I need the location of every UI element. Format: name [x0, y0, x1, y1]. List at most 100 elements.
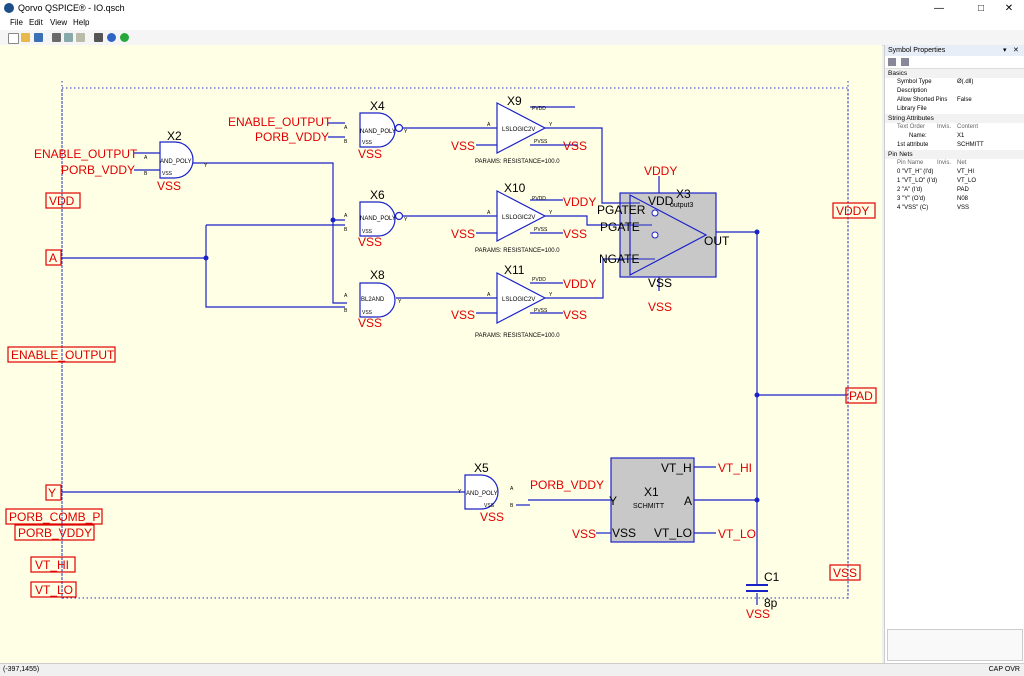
- schmitt-trigger-x1[interactable]: VT_H X1 SCHMITT Y A VSS VT_LO VT_HI VT_L…: [572, 457, 756, 543]
- x2-pin-a: A: [144, 155, 148, 161]
- gate-x6[interactable]: X6 NAND_POLY A B Y VSS VSS: [344, 188, 408, 249]
- port-vt-hi[interactable]: VT_HI: [35, 558, 69, 572]
- x6-pin-vss: VSS: [362, 229, 373, 235]
- app-icon: [4, 3, 14, 13]
- gate-x2[interactable]: X2 AND_POLY A B Y VSS VSS: [144, 129, 208, 193]
- c1-vss-label: VSS: [746, 607, 770, 621]
- port-vss[interactable]: VSS: [833, 566, 857, 580]
- help-icon[interactable]: [107, 33, 116, 42]
- x10-type: LSLOGIC2V: [502, 215, 535, 221]
- pin-net[interactable]: PAD: [957, 187, 969, 193]
- x6-ref: X6: [370, 188, 385, 202]
- property-value[interactable]: False: [957, 97, 972, 103]
- x5-vss-label: VSS: [480, 510, 504, 524]
- section-basics[interactable]: Basics: [885, 69, 1024, 78]
- pin-net-row[interactable]: 2 "A" (I'd)PAD: [885, 186, 1024, 195]
- x8-pin-a: A: [344, 293, 348, 299]
- pin-net-row[interactable]: 1 "VT_LO" (I'd)VT_LO: [885, 177, 1024, 186]
- window-title: Qorvo QSPICE® - IO.qsch: [18, 3, 125, 13]
- x2-pin-vss: VSS: [162, 171, 173, 177]
- property-row[interactable]: Library File: [885, 105, 1024, 114]
- open-folder-icon[interactable]: [21, 33, 30, 42]
- menu-file[interactable]: File: [10, 18, 23, 27]
- categorized-icon[interactable]: [888, 58, 896, 66]
- schematic-canvas[interactable]: C1 8p VSS X2 AND_POLY A B Y VSS VSS X4 N…: [0, 45, 882, 663]
- save-icon[interactable]: [34, 33, 43, 42]
- new-file-icon[interactable]: [8, 33, 19, 44]
- pin-net-row[interactable]: 4 "VSS" (C)VSS: [885, 204, 1024, 213]
- copy-icon[interactable]: [64, 33, 73, 42]
- x6-vss-label: VSS: [358, 235, 382, 249]
- ports: VDD A ENABLE_OUTPUT Y PORB_COMB_P PORB_V…: [5, 192, 877, 598]
- minimize-button[interactable]: —: [934, 3, 944, 14]
- port-vdd[interactable]: VDD: [49, 194, 75, 208]
- pin-net-row[interactable]: 3 "Y" (O'd)N08: [885, 195, 1024, 204]
- panel-close-icon[interactable]: ✕: [1013, 47, 1019, 54]
- gate-x8[interactable]: X8 BL2AND A B Y VSS VSS: [344, 268, 402, 330]
- menu-help[interactable]: Help: [73, 18, 90, 27]
- x3-pin-ngate: NGATE: [599, 252, 639, 266]
- level-shifter-x9[interactable]: X9 LSLOGIC2V A Y PVDD PVSS VSS VSS PARAM…: [451, 94, 587, 165]
- port-pad[interactable]: PAD: [849, 389, 873, 403]
- capacitor-c1[interactable]: [746, 584, 768, 592]
- x9-params: PARAMS: RESISTANCE=100.0: [475, 159, 560, 165]
- x10-params: PARAMS: RESISTANCE=100.0: [475, 248, 560, 254]
- menu-view[interactable]: View: [50, 18, 68, 27]
- x11-pin-y: Y: [549, 292, 553, 298]
- port-porb-vddy[interactable]: PORB_VDDY: [18, 526, 92, 540]
- pin-net[interactable]: VT_HI: [957, 169, 975, 175]
- port-a[interactable]: A: [49, 251, 57, 265]
- column-header: Invis.: [937, 124, 952, 130]
- print-icon[interactable]: [94, 33, 103, 42]
- x1-pin-y: Y: [609, 494, 617, 508]
- pin-net[interactable]: N08: [957, 196, 969, 202]
- property-value[interactable]: Ø(.dll): [957, 79, 974, 85]
- x3-vss-label: VSS: [648, 300, 672, 314]
- schematic-drawing[interactable]: C1 8p VSS X2 AND_POLY A B Y VSS VSS X4 N…: [0, 45, 882, 663]
- property-row[interactable]: Description: [885, 87, 1024, 96]
- port-y[interactable]: Y: [48, 486, 56, 500]
- level-shifter-x11[interactable]: X11 LSLOGIC2V A Y PVDD PVSS VSS VDDY VSS…: [451, 263, 596, 339]
- sort-alpha-icon[interactable]: [900, 58, 909, 66]
- x3-type: output3: [670, 202, 693, 209]
- x8-pin-b: B: [344, 308, 348, 314]
- x5-pin-b: B: [510, 503, 514, 509]
- x10-pvss-label: VSS: [563, 227, 587, 241]
- port-vt-lo[interactable]: VT_LO: [35, 583, 73, 597]
- property-value[interactable]: X1: [957, 133, 965, 139]
- gate-x5[interactable]: X5 AND_POLY A B Y VSS VSS: [458, 461, 514, 524]
- x11-ref: X11: [504, 263, 525, 277]
- toolbar: [0, 30, 1024, 46]
- close-button[interactable]: ✕: [1004, 3, 1014, 14]
- menu-edit[interactable]: Edit: [29, 18, 43, 27]
- status-bar: (-397,1455) CAP OVR: [0, 663, 1024, 676]
- cut-icon[interactable]: [52, 33, 61, 42]
- pin-net[interactable]: VSS: [957, 205, 970, 211]
- gate-x4[interactable]: X4 NAND_POLY A B Y VSS VSS: [344, 99, 408, 161]
- maximize-button[interactable]: □: [977, 3, 985, 14]
- property-key: Name:: [909, 133, 927, 139]
- panel-pin-icon[interactable]: ▾: [1003, 47, 1007, 54]
- pin-net-row[interactable]: 0 "VT_H" (I'd)VT_HI: [885, 168, 1024, 177]
- output-driver-x3[interactable]: VDDY X3 output3 VDD PGATER PGATE NGATE O…: [597, 164, 730, 314]
- property-value[interactable]: SCHMITT: [957, 142, 984, 148]
- x2-pin-b: B: [144, 171, 148, 177]
- port-porb-comb-p[interactable]: PORB_COMB_P: [9, 510, 100, 524]
- section-string-attributes[interactable]: String Attributes: [885, 114, 1024, 123]
- section-pin-nets[interactable]: Pin Nets: [885, 150, 1024, 159]
- c1-value: 8p: [764, 596, 778, 610]
- port-enable-output[interactable]: ENABLE_OUTPUT: [11, 348, 115, 362]
- pin-net[interactable]: VT_LO: [957, 178, 977, 184]
- run-icon[interactable]: [120, 33, 129, 42]
- column-header: Invis.: [937, 160, 952, 166]
- property-row[interactable]: Name: X1: [885, 132, 1024, 141]
- port-vddy[interactable]: VDDY: [836, 204, 869, 218]
- level-shifter-x10[interactable]: X10 LSLOGIC2V A Y PVDD PVSS VSS VDDY VSS…: [451, 181, 596, 254]
- x9-type: LSLOGIC2V: [502, 127, 535, 133]
- paste-icon[interactable]: [76, 33, 85, 42]
